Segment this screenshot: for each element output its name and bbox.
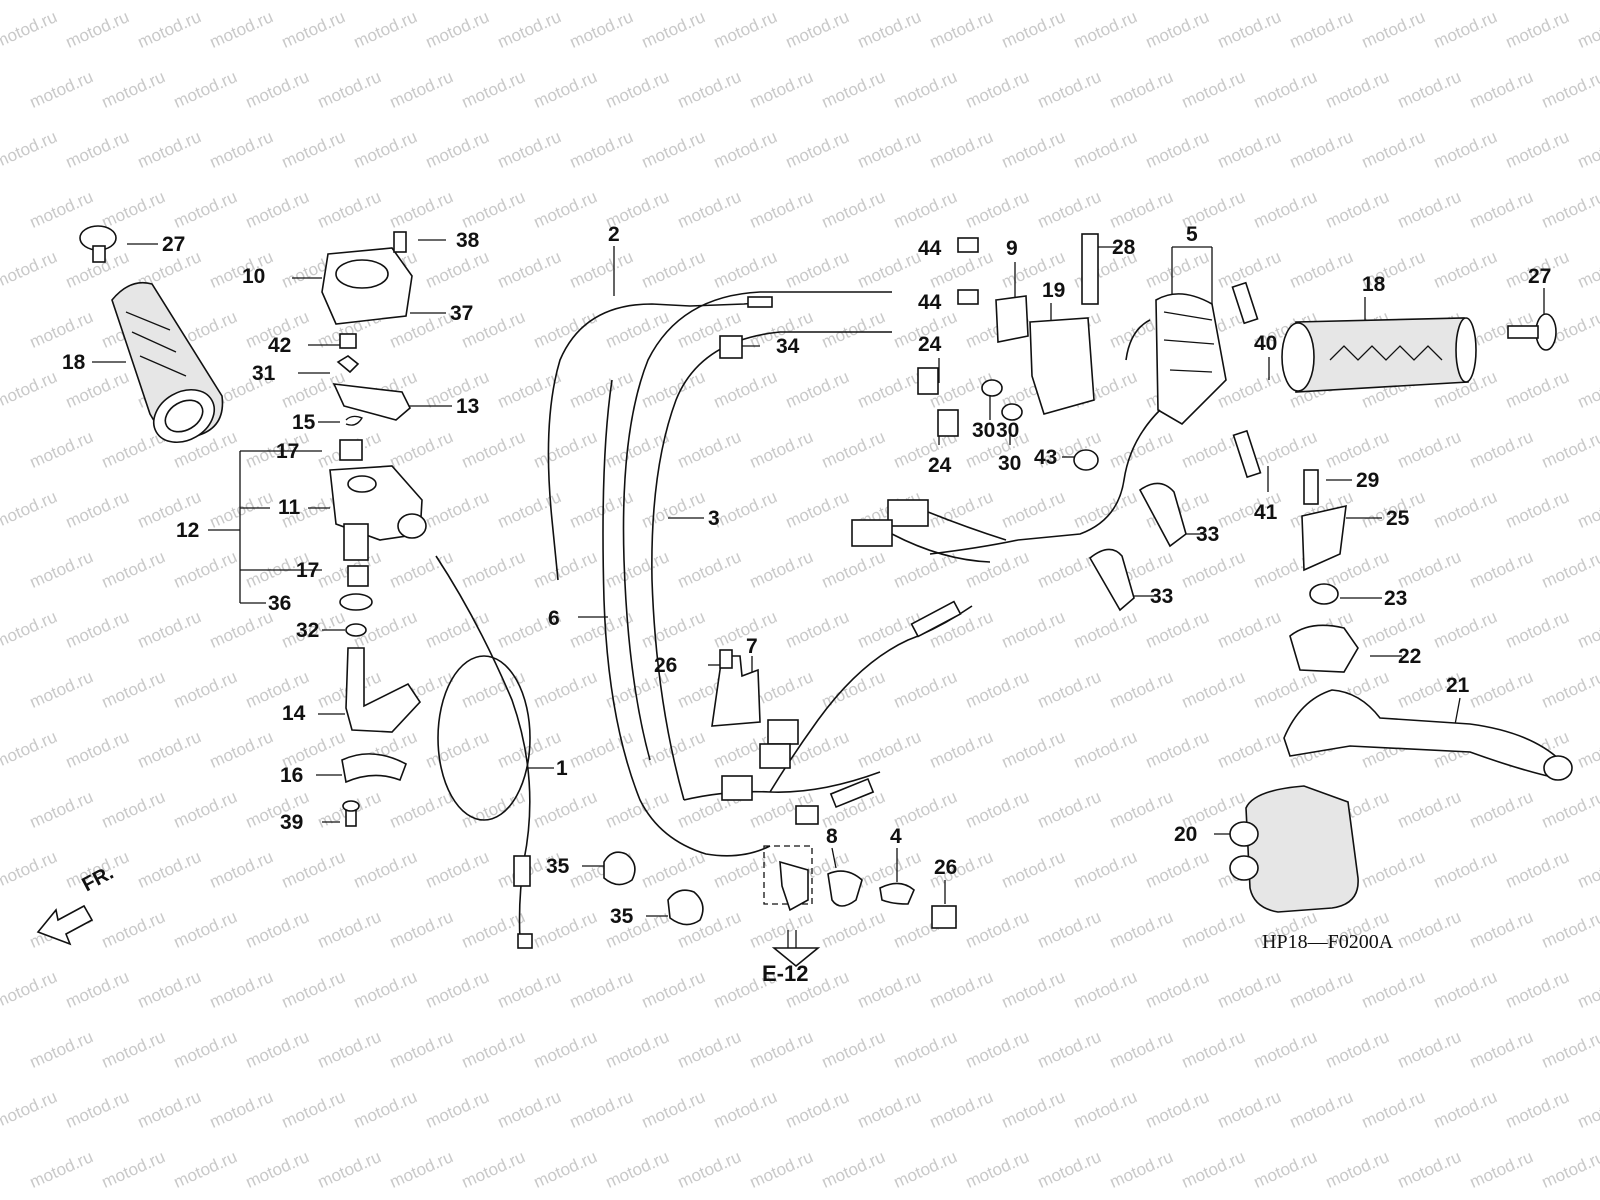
callout-33a: 33 — [1196, 523, 1220, 546]
callout-15: 15 — [292, 411, 316, 434]
right-grip-assembly — [1281, 313, 1557, 393]
callout-19: 19 — [1042, 279, 1066, 302]
drawing-code: HP18—F0200A — [1262, 931, 1394, 953]
callout-30b: 30 — [998, 452, 1022, 475]
callout-35a: 35 — [546, 855, 570, 878]
brake-lever-assembly — [1229, 469, 1573, 913]
callout-12: 12 — [176, 519, 200, 542]
callout-44b: 44 — [918, 291, 942, 314]
switch-housing-assembly — [851, 233, 1262, 612]
callout-37: 37 — [450, 302, 474, 325]
control-cables — [435, 291, 973, 949]
callout-9: 9 — [1006, 237, 1018, 260]
section-reference: E-12 — [762, 961, 809, 986]
callout-16: 16 — [280, 764, 304, 787]
callout-33b: 33 — [1150, 585, 1174, 608]
throttle-housing-assembly — [321, 231, 427, 827]
callout-2: 2 — [608, 223, 620, 246]
callout-24a: 24 — [918, 333, 942, 356]
callout-30c: 30 — [996, 419, 1020, 442]
callout-24b: 24 — [928, 454, 952, 477]
callout-39: 39 — [280, 811, 304, 834]
callout-7: 7 — [746, 635, 758, 658]
callout-17a: 17 — [276, 440, 300, 463]
callout-18a: 18 — [62, 351, 86, 374]
callout-27a: 27 — [162, 233, 186, 256]
callout-34: 34 — [776, 335, 800, 358]
callout-42: 42 — [268, 334, 292, 357]
callout-11: 11 — [278, 496, 301, 519]
callout-35b: 35 — [610, 905, 634, 928]
callout-5: 5 — [1186, 223, 1198, 246]
callout-27b: 27 — [1528, 265, 1552, 288]
callout-31: 31 — [252, 362, 276, 385]
callout-21: 21 — [1446, 674, 1470, 697]
callout-18b: 18 — [1362, 273, 1386, 296]
callout-29: 29 — [1356, 469, 1380, 492]
callout-8: 8 — [826, 825, 838, 848]
callout-13: 13 — [456, 395, 480, 418]
callout-41: 41 — [1254, 501, 1278, 524]
callout-25: 25 — [1386, 507, 1410, 530]
callout-30a: 30 — [972, 419, 996, 442]
callout-23: 23 — [1384, 587, 1408, 610]
cable-clips — [603, 335, 957, 968]
callout-26a: 26 — [654, 654, 678, 677]
callout-22: 22 — [1398, 645, 1422, 668]
left-grip-assembly — [79, 225, 224, 444]
callout-4: 4 — [890, 825, 902, 848]
callout-20: 20 — [1174, 823, 1198, 846]
callout-3: 3 — [708, 507, 720, 530]
callout-14: 14 — [282, 702, 306, 725]
callout-38: 38 — [456, 229, 480, 252]
callout-17b: 17 — [296, 559, 320, 582]
callout-26b: 26 — [934, 856, 958, 879]
callout-10: 10 — [242, 265, 266, 288]
callout-28: 28 — [1112, 236, 1136, 259]
callout-1: 1 — [556, 757, 568, 780]
callout-43: 43 — [1034, 446, 1058, 469]
callout-44a: 44 — [918, 237, 942, 260]
callout-36: 36 — [268, 592, 292, 615]
callout-32: 32 — [296, 619, 320, 642]
callout-40: 40 — [1254, 332, 1278, 355]
front-direction-arrow — [36, 904, 94, 946]
callout-6: 6 — [548, 607, 560, 630]
